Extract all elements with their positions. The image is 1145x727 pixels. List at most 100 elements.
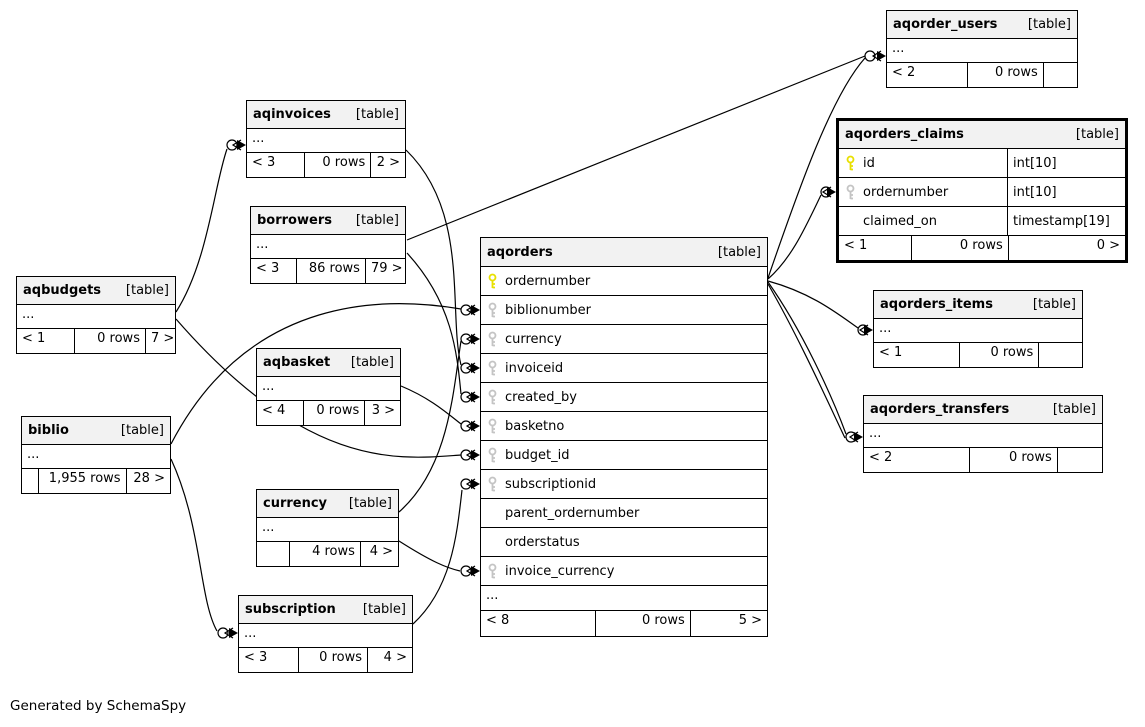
table-name: aqorders [487,244,553,260]
children-count: 79 > [364,259,405,283]
table-aqbudgets[interactable]: aqbudgets [table] ... < 1 0 rows 7 > [16,276,176,354]
table-tag: [table] [1032,297,1076,312]
column-name: budget_id [505,447,570,463]
table-footer: < 1 0 rows [874,343,1082,367]
table-borrowers[interactable]: borrowers [table] ... < 3 86 rows 79 > [250,206,406,284]
parents-count: < 1 [22,331,46,346]
no-key-spacer [487,505,498,522]
table-footer: 4 rows 4 > [257,542,398,566]
table-header: biblio [table] [22,417,170,445]
table-footer: < 8 0 rows 5 > [481,611,767,636]
table-header: aqorders_claims [table] [839,121,1125,149]
table-aqorder_users[interactable]: aqorder_users [table] ... < 2 0 rows [886,10,1078,88]
foreign-key-icon [487,302,498,319]
children-count [1038,343,1082,367]
parents-count: < 3 [252,155,276,170]
column-name: created_by [505,389,577,405]
foreign-key-icon [487,476,498,493]
table-aqinvoices[interactable]: aqinvoices [table] ... < 3 0 rows 2 > [246,100,406,178]
children-count: 3 > [364,401,400,425]
columns-ellipsis: ... [17,305,175,329]
table-aqorders[interactable]: aqorders [table] ordernumber biblionumbe… [480,237,768,637]
parents-count: < 1 [879,345,903,360]
parents-count [257,542,289,566]
table-tag: [table] [1027,17,1071,32]
parents-count: < 3 [256,261,280,276]
rows-count: 0 rows [595,611,689,636]
column-row: ordernumber int[10] [839,178,1125,207]
parents-count: < 2 [892,65,916,80]
no-key-spacer [845,213,856,230]
column-row: claimed_on timestamp[19] [839,207,1125,236]
table-tag: [table] [125,283,169,298]
table-aqorders_claims[interactable]: aqorders_claims [table] id int[10] order… [836,118,1128,263]
table-tag: [table] [1052,402,1096,417]
table-header: aqinvoices [table] [247,101,405,129]
table-footer: < 3 86 rows 79 > [251,259,405,283]
table-footer: < 3 0 rows 4 > [239,648,412,672]
column-name: ordernumber [863,184,949,200]
primary-key-icon [487,273,498,290]
table-footer: < 4 0 rows 3 > [257,401,400,425]
no-key-spacer [487,534,498,551]
table-biblio[interactable]: biblio [table] ... 1,955 rows 28 > [21,416,171,494]
columns-ellipsis: ... [481,586,767,611]
column-row: biblionumber [481,296,767,325]
column-name: invoice_currency [505,563,615,579]
column-row: basketno [481,412,767,441]
column-type: int[10] [1007,178,1125,206]
foreign-key-icon [487,331,498,348]
column-name: currency [505,331,562,347]
foreign-key-icon [845,184,856,201]
columns-ellipsis: ... [874,319,1082,343]
column-type: timestamp[19] [1007,207,1125,235]
table-aqorders_items[interactable]: aqorders_items [table] ... < 1 0 rows [873,290,1083,368]
table-aqorders_transfers[interactable]: aqorders_transfers [table] ... < 2 0 row… [863,395,1103,473]
children-count: 0 > [1007,236,1125,260]
table-name: aqorders_claims [845,127,964,142]
rows-count: 0 rows [303,153,370,177]
table-footer: < 1 0 rows 7 > [17,329,175,353]
rows-count: 0 rows [968,448,1057,472]
column-row: id int[10] [839,149,1125,178]
table-name: aqinvoices [253,107,331,122]
rows-count: 0 rows [73,329,145,353]
rows-count: 0 rows [910,236,1008,260]
table-tag: [table] [717,244,761,260]
parents-count [22,469,38,493]
columns-ellipsis: ... [22,445,170,469]
table-currency[interactable]: currency [table] ... 4 rows 4 > [256,489,399,567]
table-aqbasket[interactable]: aqbasket [table] ... < 4 0 rows 3 > [256,348,401,426]
children-count [1042,63,1077,87]
column-row: parent_ordernumber [481,499,767,528]
table-header: aqorders [table] [481,238,767,267]
table-name: aqbasket [263,355,331,370]
columns-ellipsis: ... [257,377,400,401]
table-footer: < 3 0 rows 2 > [247,153,405,177]
column-name: basketno [505,418,565,434]
table-header: aqbudgets [table] [17,277,175,305]
table-tag: [table] [350,355,394,370]
column-name: ordernumber [505,273,591,289]
table-footer: 1,955 rows 28 > [22,469,170,493]
children-count [1056,448,1102,472]
parents-count: < 3 [244,650,268,665]
table-header: currency [table] [257,490,398,518]
columns-ellipsis: ... [251,235,405,259]
table-tag: [table] [362,602,406,617]
foreign-key-icon [487,418,498,435]
table-name: borrowers [257,213,332,228]
column-row: budget_id [481,441,767,470]
table-header: aqorders_items [table] [874,291,1082,319]
column-row: ordernumber [481,267,767,296]
table-subscription[interactable]: subscription [table] ... < 3 0 rows 4 > [238,595,413,673]
table-header: aqbasket [table] [257,349,400,377]
children-count: 2 > [370,153,405,177]
table-footer: < 2 0 rows [887,63,1077,87]
table-name: currency [263,496,328,511]
column-row: invoice_currency [481,557,767,586]
column-row: orderstatus [481,528,767,557]
table-header: borrowers [table] [251,207,405,235]
